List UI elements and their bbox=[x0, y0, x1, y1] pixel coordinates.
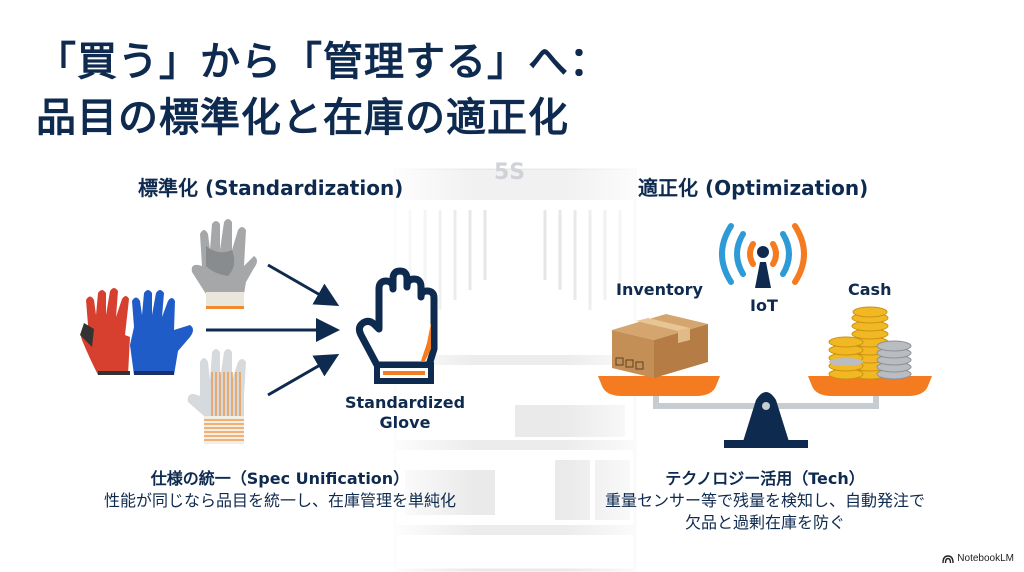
notebooklm-brand: NotebookLM bbox=[957, 553, 1014, 564]
balance-scale-icon bbox=[598, 306, 932, 448]
tech-title: テクノロジー活用（Tech） bbox=[665, 469, 865, 488]
notebooklm-badge: NotebookLM bbox=[942, 553, 1014, 564]
tech-body-line-1: 重量センサー等で残量を検知し、自動発注で bbox=[604, 491, 925, 510]
work-glove-gray-coated-icon bbox=[191, 219, 257, 309]
optimization-heading: 適正化 (Optimization) bbox=[638, 176, 869, 200]
arrow-icon bbox=[267, 354, 340, 397]
cash-label: Cash bbox=[848, 280, 892, 299]
notebooklm-logo-icon bbox=[942, 555, 954, 563]
arrow-icon bbox=[267, 263, 340, 306]
inventory-label: Inventory bbox=[616, 280, 703, 299]
title-line-1: 「買う」から「管理する」へ： bbox=[36, 39, 610, 85]
spec-unification-title: 仕様の統一（Spec Unification） bbox=[150, 469, 410, 488]
shelf-sign-5s: 5S bbox=[494, 160, 526, 185]
tech-body-line-2: 欠品と過剰在庫を防ぐ bbox=[684, 513, 845, 532]
spec-unification-body: 性能が同じなら品目を統一し、在庫管理を単純化 bbox=[103, 491, 456, 510]
coin-stacks-icon bbox=[828, 306, 912, 380]
standardized-glove-icon bbox=[355, 267, 438, 384]
convergence-arrows bbox=[206, 263, 340, 397]
tech-description: テクノロジー活用（Tech） 重量センサー等で残量を検知し、自動発注で 欠品と過… bbox=[570, 468, 960, 534]
work-glove-leather-striped-icon bbox=[187, 349, 246, 444]
page-title: 「買う」から「管理する」へ： 品目の標準化と在庫の適正化 bbox=[36, 34, 610, 146]
work-gloves-red-blue-icon bbox=[80, 288, 193, 375]
cardboard-box-icon bbox=[612, 314, 708, 378]
spec-unification-description: 仕様の統一（Spec Unification） 性能が同じなら品目を統一し、在庫… bbox=[60, 468, 500, 512]
standardization-heading: 標準化 (Standardization) bbox=[138, 176, 404, 200]
iot-signal-icon bbox=[719, 223, 807, 288]
iot-label: IoT bbox=[750, 296, 778, 315]
title-line-2: 品目の標準化と在庫の適正化 bbox=[36, 95, 569, 141]
standardized-glove-label: Standardized Glove bbox=[344, 393, 466, 432]
